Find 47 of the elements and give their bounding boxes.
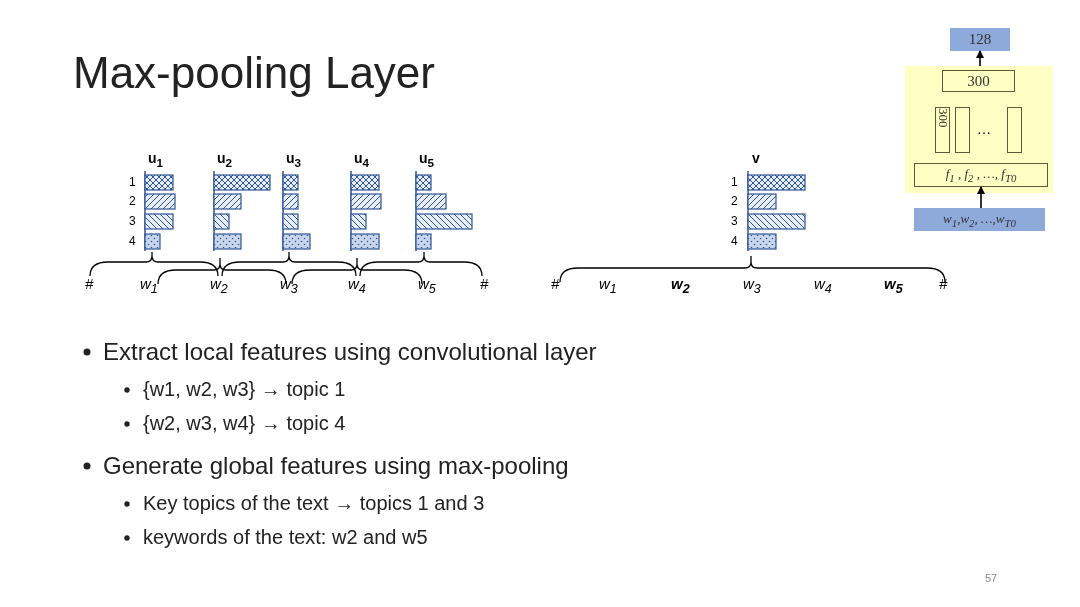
word-label: w$_{1}$ bbox=[140, 275, 158, 296]
ellipsis-label: … bbox=[977, 122, 991, 138]
row-label: 4 bbox=[731, 234, 738, 248]
word-label: # bbox=[551, 275, 560, 292]
sub-bullet-text: {w1, w2, w3} → topic 1 bbox=[143, 378, 346, 401]
sub-bullet-text: keywords of the text: w2 and w5 bbox=[143, 526, 428, 549]
chart-title: u$_{3}$ bbox=[286, 150, 302, 169]
word-label: w$_{3}$ bbox=[743, 275, 761, 296]
row-label: 3 bbox=[731, 214, 738, 228]
chart-title: u$_{4}$ bbox=[354, 150, 370, 169]
layer-box: 300 bbox=[942, 70, 1015, 92]
word-label: # bbox=[480, 275, 489, 292]
row-label: 1 bbox=[129, 175, 136, 189]
word-label: # bbox=[939, 275, 948, 292]
word-label: w$_{2}$ bbox=[671, 275, 690, 296]
layer-box: f$_{1}$ , f$_{2}$ , …, f$_{T0}$ bbox=[914, 163, 1048, 187]
word-label: w$_{2}$ bbox=[210, 275, 228, 296]
word-label: w$_{3}$ bbox=[280, 275, 298, 296]
row-label: 3 bbox=[129, 214, 136, 228]
chart-title: u$_{5}$ bbox=[419, 150, 435, 169]
layer-box: 128 bbox=[950, 28, 1010, 51]
word-label: w$_{4}$ bbox=[348, 275, 366, 296]
word-label: w$_{5}$ bbox=[884, 275, 903, 296]
slide-title: Max-pooling Layer bbox=[73, 48, 435, 98]
row-label: 4 bbox=[129, 234, 136, 248]
row-label: 2 bbox=[731, 194, 738, 208]
word-label: w$_{4}$ bbox=[814, 275, 832, 296]
chart-title: v bbox=[752, 150, 760, 166]
layer-box: w$_{1}$,w$_{2}$, …,w$_{T0}$ bbox=[914, 208, 1045, 231]
row-label: 2 bbox=[129, 194, 136, 208]
chart-title: u$_{2}$ bbox=[217, 150, 233, 169]
filter-box bbox=[955, 107, 970, 153]
page-number: 57 bbox=[985, 572, 998, 584]
word-label: w$_{1}$ bbox=[599, 275, 617, 296]
arrow bbox=[976, 50, 984, 67]
chart-title: u$_{1}$ bbox=[148, 150, 164, 169]
word-label: # bbox=[85, 275, 94, 292]
bullet-text: Generate global features using max-pooling bbox=[103, 452, 569, 480]
arrow bbox=[977, 186, 985, 209]
network-panel bbox=[905, 66, 1053, 193]
row-label: 1 bbox=[731, 175, 738, 189]
feature-map-box: 300 bbox=[935, 107, 950, 153]
bullet-text: Extract local features using convolutional layer bbox=[103, 338, 597, 366]
sub-bullet-text: Key topics of the text → topics 1 and 3 bbox=[143, 492, 485, 515]
sub-bullet-text: {w2, w3, w4} → topic 4 bbox=[143, 412, 346, 435]
word-label: w$_{5}$ bbox=[418, 275, 436, 296]
filter-box bbox=[1007, 107, 1022, 153]
